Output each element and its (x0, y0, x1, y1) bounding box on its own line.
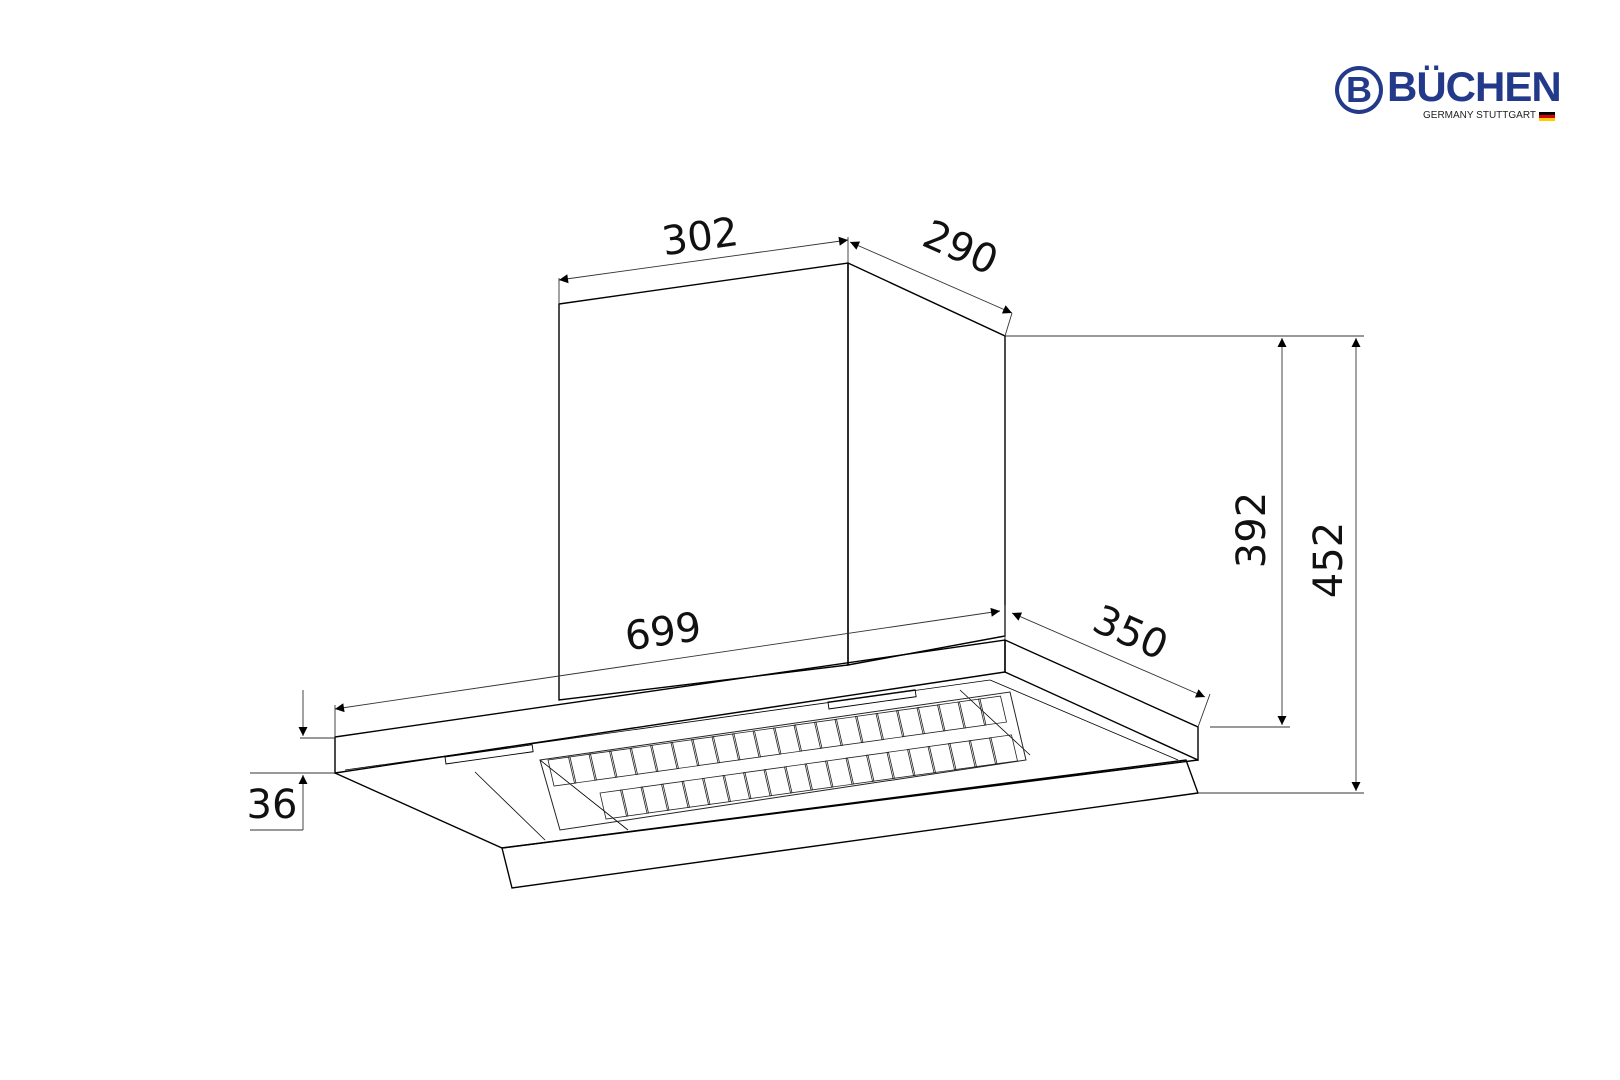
label-hood-depth: 350 (1086, 597, 1174, 670)
label-chimney-depth: 290 (916, 212, 1004, 285)
dim-hood-depth-line (1011, 612, 1206, 698)
label-canopy-thickness: 36 (247, 782, 298, 828)
german-flag-icon (1539, 112, 1555, 121)
dimension-labels: 302 290 699 350 392 452 36 (247, 209, 1352, 828)
canopy (334, 638, 1199, 889)
canopy-inner-diagonal-2 (539, 759, 629, 831)
chimney-front-face (558, 262, 849, 701)
light-left (444, 744, 534, 765)
canopy-lip (501, 759, 1199, 889)
dim-chimney-depth-line (849, 241, 1013, 314)
label-total-height: 452 (1306, 522, 1352, 598)
canopy-inner-line-2 (989, 679, 1179, 761)
label-chimney-width: 302 (659, 209, 741, 265)
dim-chimney-depth-ext (1004, 312, 1013, 337)
brand-mark-icon: B (1335, 66, 1383, 114)
filter-frame (539, 691, 1027, 831)
dim-chimney-width-line (558, 236, 849, 284)
dim-hood-width-line (334, 607, 1001, 713)
canopy-inner-diagonal (474, 771, 546, 841)
label-chimney-height: 392 (1229, 492, 1275, 568)
brand-mark-letter: B (1346, 69, 1372, 110)
dimension-lines (250, 236, 1364, 831)
dim-hood-depth-ext (1197, 693, 1211, 728)
brand-tagline: GERMANY STUTTGART (1423, 110, 1536, 121)
grease-filter-grid (539, 691, 1027, 831)
brand-name: BÜCHEN (1387, 63, 1562, 110)
chimney-side-face (847, 261, 1006, 666)
canopy-side-band (1004, 638, 1199, 762)
label-hood-width: 699 (622, 604, 704, 660)
brand-logo: B BÜCHEN GERMANY STUTTGART (1335, 62, 1585, 132)
canopy-inner-diagonal-3 (959, 689, 1031, 756)
